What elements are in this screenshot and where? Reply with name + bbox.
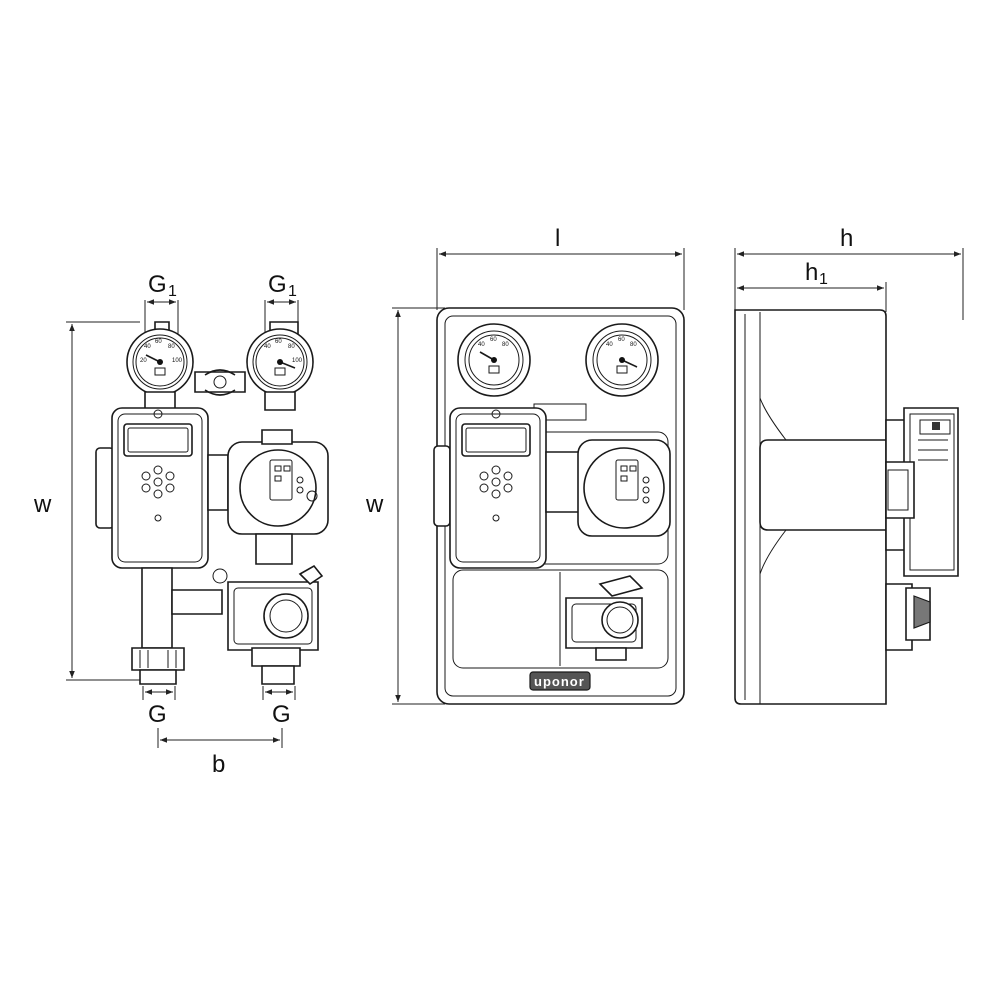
thermometer-gauge-right: 40 60 80 100 bbox=[246, 321, 314, 396]
mixing-valve-actuator-mid bbox=[565, 575, 644, 661]
front-view-insulated: l w 40 60 80 bbox=[365, 225, 685, 705]
gauge-tick: 40 bbox=[144, 344, 151, 350]
dimension-l: l bbox=[436, 225, 685, 310]
label-l: l bbox=[555, 225, 560, 252]
dimension-b: b bbox=[157, 728, 283, 778]
gauge-tick: 60 bbox=[618, 337, 625, 343]
label-g-right: G bbox=[272, 701, 291, 728]
thermometer-gauge-mid-right: 40 60 80 bbox=[585, 323, 659, 397]
pipes-lower-left bbox=[131, 533, 293, 685]
dimension-g-bottom: G G bbox=[142, 686, 296, 728]
dimension-h: h bbox=[734, 225, 964, 320]
gauge-tick: 60 bbox=[490, 337, 497, 343]
label-g1-left: G bbox=[148, 271, 167, 298]
circulator-pump-left bbox=[207, 429, 329, 535]
dimension-h1: h 1 bbox=[737, 259, 887, 312]
front-view-open: w G 1 G 1 40 60 80 100 bbox=[33, 271, 329, 778]
gauge-tick: 80 bbox=[168, 344, 175, 350]
label-h: h bbox=[840, 225, 853, 252]
dimension-g1-right: G 1 bbox=[264, 271, 299, 335]
mixing-valve-actuator-left bbox=[227, 564, 324, 685]
controller-unit-mid bbox=[433, 407, 547, 569]
label-h1-sub: 1 bbox=[819, 271, 828, 288]
label-g-left: G bbox=[148, 701, 167, 728]
side-pump bbox=[885, 461, 915, 519]
label-w-left: w bbox=[33, 491, 52, 518]
gauge-tick: 40 bbox=[606, 342, 613, 348]
label-g1-right: G bbox=[268, 271, 287, 298]
dimension-w-left: w bbox=[33, 321, 150, 681]
gauge-tick: 60 bbox=[275, 339, 282, 345]
thermometer-gauge-left: 40 60 80 100 20 bbox=[126, 321, 194, 396]
side-valve-actuator bbox=[885, 583, 931, 651]
label-h1: h bbox=[805, 259, 818, 286]
label-w-mid: w bbox=[365, 491, 384, 518]
side-view: h h 1 bbox=[734, 225, 964, 705]
gauge-tick: 60 bbox=[155, 339, 162, 345]
thermometer-gauge-mid-left: 40 60 80 bbox=[457, 323, 531, 397]
brand-plate: uponor bbox=[529, 671, 591, 691]
controller-unit-left bbox=[95, 407, 209, 569]
gauge-tick: 100 bbox=[292, 358, 303, 364]
circulator-pump-mid bbox=[545, 439, 671, 537]
gauge-tick: 80 bbox=[288, 344, 295, 350]
brand-logo: uponor bbox=[534, 674, 585, 689]
gauge-tick: 40 bbox=[478, 342, 485, 348]
gauge-tick: 40 bbox=[264, 344, 271, 350]
label-g1-left-sub: 1 bbox=[168, 283, 177, 300]
gauge-tick: 80 bbox=[630, 342, 637, 348]
dimension-w-mid: w bbox=[365, 307, 445, 705]
gauge-tick: 80 bbox=[502, 342, 509, 348]
gauge-tick: 20 bbox=[140, 358, 147, 364]
label-b: b bbox=[212, 751, 225, 778]
gauge-tick: 100 bbox=[172, 358, 183, 364]
dimension-g1-left: G 1 bbox=[144, 271, 179, 335]
label-g1-right-sub: 1 bbox=[288, 283, 297, 300]
